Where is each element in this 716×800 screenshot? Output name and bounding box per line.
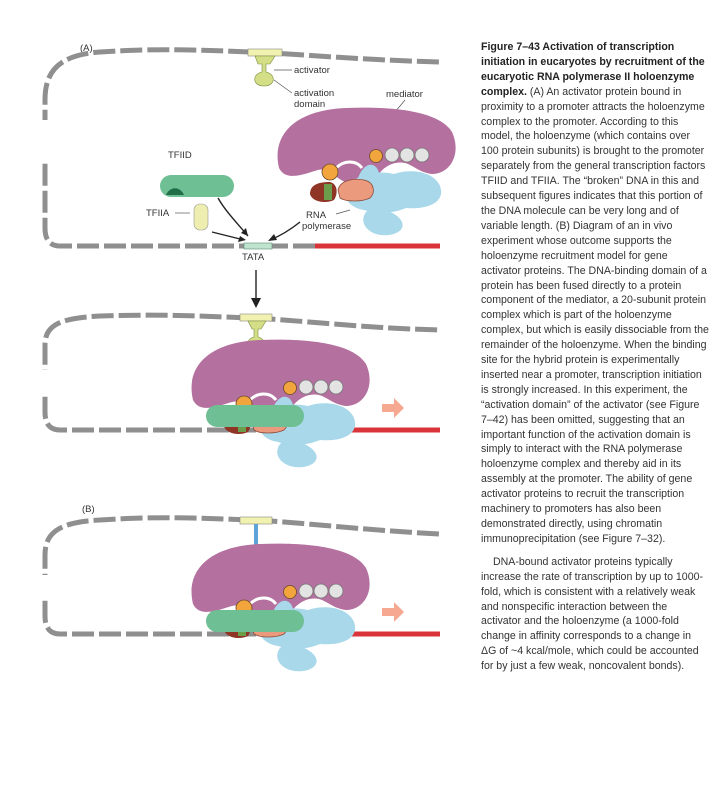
label-domain: domain <box>294 99 325 110</box>
label-mediator: mediator <box>386 89 423 100</box>
label-tfiia: TFIIA <box>146 208 170 219</box>
caption-para-2: DNA-bound activator proteins typically i… <box>481 555 704 673</box>
tfiid-bound-b <box>206 610 304 632</box>
holoenzyme-a <box>276 106 458 237</box>
figure-caption: Figure 7–43 Activation of transcription … <box>481 40 709 674</box>
panel-label-b: (B) <box>82 504 95 515</box>
figure-diagram: (A) activator activation domain mediator… <box>41 43 458 673</box>
holoenzyme-b <box>190 542 372 673</box>
label-polymerase: polymerase <box>302 221 351 232</box>
tfiid-bound-a <box>206 405 304 427</box>
caption-body: (A) An activator protein bound in proxim… <box>481 85 709 545</box>
hybrid-linker <box>254 524 258 560</box>
tfiia-protein <box>193 203 209 231</box>
caption-para-1: Figure 7–43 Activation of transcription … <box>481 40 709 547</box>
label-rna: RNA <box>306 210 327 221</box>
holoenzyme-bound-a <box>190 338 372 469</box>
caption-title: Figure 7–43 Activation of transcription … <box>481 41 705 98</box>
label-tfiid: TFIID <box>168 150 192 161</box>
transcription-arrow-b <box>382 602 404 622</box>
label-tata: TATA <box>242 252 265 263</box>
activator-protein <box>254 55 276 87</box>
tata-box <box>243 242 273 250</box>
label-activator: activator <box>294 65 330 76</box>
transcription-arrow-a <box>382 398 404 418</box>
panel-label-a: (A) <box>80 43 93 54</box>
label-activation: activation <box>294 88 334 99</box>
